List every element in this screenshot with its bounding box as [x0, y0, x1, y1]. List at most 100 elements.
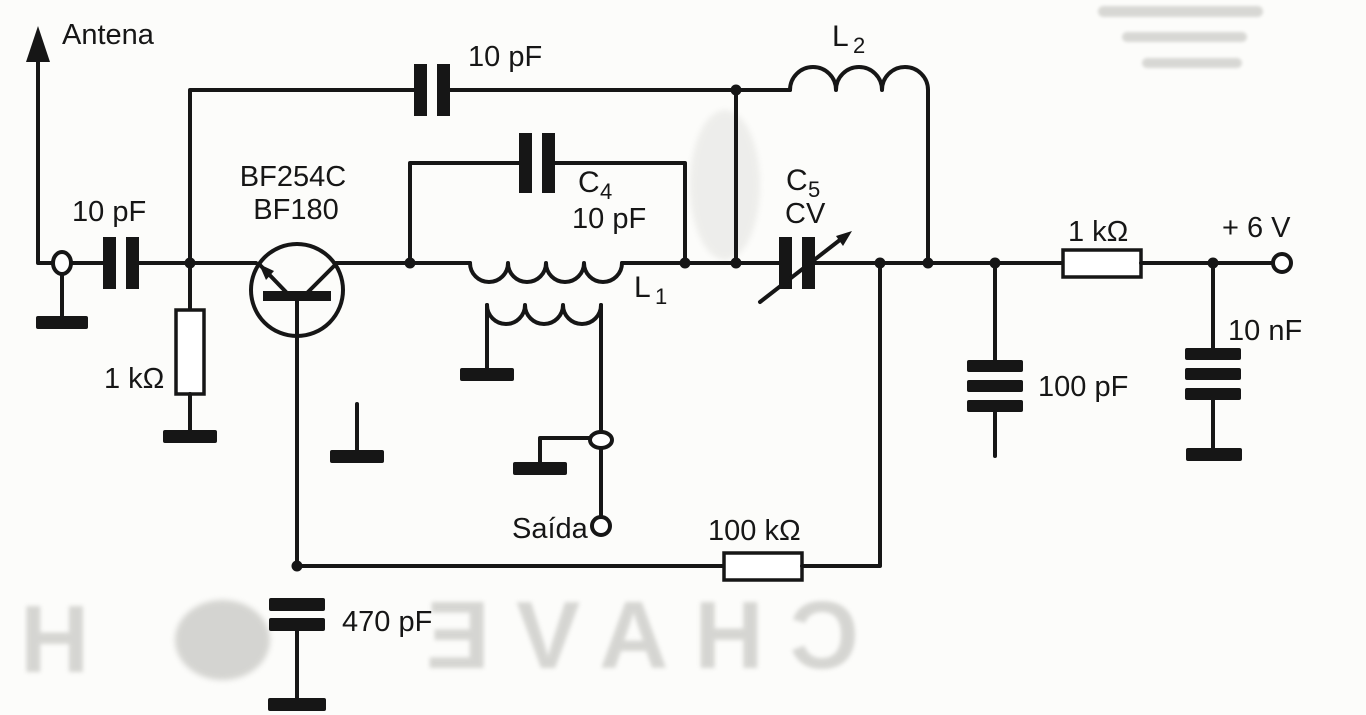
- capacitor-plate: [269, 618, 325, 631]
- coil-winding: [468, 261, 624, 284]
- junction-dot: [989, 257, 1001, 269]
- capacitor-plate: [519, 133, 532, 193]
- variable-arrow-icon: [836, 231, 852, 246]
- antenna-jack-terminal: [36, 250, 88, 329]
- capacitor-plate: [269, 598, 325, 611]
- junction-dot: [922, 257, 934, 269]
- coil-l2: [788, 65, 930, 265]
- capacitor-plate: [542, 133, 555, 193]
- junction-dot: [404, 257, 416, 269]
- coil-winding: [485, 303, 603, 326]
- feedthrough-terminal: [588, 430, 614, 450]
- label-input-cap: 10 pF: [72, 196, 146, 228]
- variable-arrow: [758, 234, 847, 304]
- label-output: Saída: [512, 513, 589, 545]
- capacitor-plate: [967, 360, 1023, 372]
- antenna-arrow-icon: [26, 26, 50, 62]
- scan-artifact-mark: [1142, 58, 1242, 68]
- label-l2: L: [832, 20, 849, 53]
- supply-capacitor-10nf: [1185, 261, 1242, 461]
- wire: [553, 161, 687, 265]
- base-bias-resistor-100k: [295, 261, 882, 582]
- supply-terminal: [1271, 252, 1293, 274]
- label-l1: L: [634, 271, 651, 304]
- label-l2-sub: 2: [853, 33, 865, 58]
- label-emitter-resistor: 1 kΩ: [104, 363, 164, 395]
- label-supply-resistor: 1 kΩ: [1068, 216, 1128, 248]
- junction-dot: [874, 257, 886, 269]
- capacitor-plate: [967, 380, 1023, 392]
- ground-symbol: [460, 368, 514, 381]
- tank-capacitor-c4: [408, 133, 687, 265]
- wire: [538, 436, 597, 464]
- antenna-symbol: [26, 26, 105, 265]
- ground-symbol: [163, 430, 217, 443]
- junction-dot: [1207, 257, 1219, 269]
- label-bypass-cap: 100 pF: [1038, 371, 1128, 403]
- capacitor-plate: [414, 64, 427, 116]
- ground-symbol: [330, 450, 384, 463]
- antenna-input-terminal: [51, 250, 73, 276]
- scan-bleed-letter: H: [20, 586, 116, 693]
- wire: [36, 58, 105, 265]
- label-supply-voltage: + 6 V: [1222, 212, 1291, 244]
- capacitor-plate: [967, 400, 1023, 412]
- input-coupling-capacitor: [103, 237, 139, 289]
- label-c4-value: 10 pF: [572, 203, 646, 235]
- label-transistor-type2: BF180: [253, 194, 338, 226]
- wire: [408, 161, 521, 265]
- ground-stub: [330, 402, 384, 463]
- emitter-resistor: [163, 261, 217, 443]
- label-c4-sub: 4: [600, 179, 612, 204]
- transistor-collector: [306, 262, 338, 294]
- label-antenna: Antena: [62, 19, 155, 51]
- label-c5: C: [786, 164, 808, 197]
- resistor-body: [1061, 248, 1143, 279]
- capacitor-plate: [126, 237, 139, 289]
- label-c4: C: [578, 166, 600, 199]
- wire: [188, 88, 416, 265]
- ground-symbol: [36, 316, 88, 329]
- ground-symbol: [1186, 448, 1242, 461]
- scan-artifact-mark: [1098, 6, 1263, 17]
- label-transistor-type1: BF254C: [240, 161, 346, 193]
- scan-artifact-mark: [1122, 32, 1247, 42]
- ground-symbol: [513, 462, 567, 475]
- scan-bleed-blob: [175, 600, 270, 680]
- tank-coil-l1: [468, 261, 624, 284]
- capacitor-plate: [1185, 388, 1241, 400]
- capacitor-plate: [1185, 348, 1241, 360]
- output-terminal: [590, 515, 612, 537]
- output-coupling-coil: [460, 303, 614, 519]
- wire: [800, 261, 882, 568]
- capacitor-plate: [103, 237, 116, 289]
- label-c5-value: CV: [785, 198, 826, 230]
- label-base-resistor: 100 kΩ: [708, 515, 801, 547]
- resistor-body: [174, 308, 206, 396]
- scan-bleed-blob: [690, 110, 760, 260]
- capacitor-plate: [1185, 368, 1241, 380]
- junction-dot: [184, 257, 196, 269]
- base-capacitor-470pf: [268, 598, 326, 711]
- resistor-body: [722, 551, 804, 582]
- label-supply-cap: 10 nF: [1228, 315, 1302, 347]
- feedback-capacitor: [188, 64, 792, 265]
- label-l1-sub: 1: [655, 284, 667, 309]
- label-base-cap: 470 pF: [342, 606, 432, 638]
- transistor-base-bar: [263, 291, 331, 301]
- junction-dot: [291, 560, 303, 572]
- capacitor-plate: [437, 64, 450, 116]
- junction-dot: [679, 257, 691, 269]
- transistor-bf254c: [249, 242, 345, 568]
- coil-winding: [788, 65, 930, 92]
- supply-resistor: [1061, 248, 1143, 279]
- junction-dot: [730, 84, 742, 96]
- capacitor-plate: [779, 237, 792, 289]
- junction-dot: [730, 257, 742, 269]
- label-feedback-cap: 10 pF: [468, 41, 542, 73]
- variable-capacitor-c5: [758, 231, 852, 304]
- label-c5-sub: 5: [808, 177, 820, 202]
- ground-symbol: [268, 698, 326, 711]
